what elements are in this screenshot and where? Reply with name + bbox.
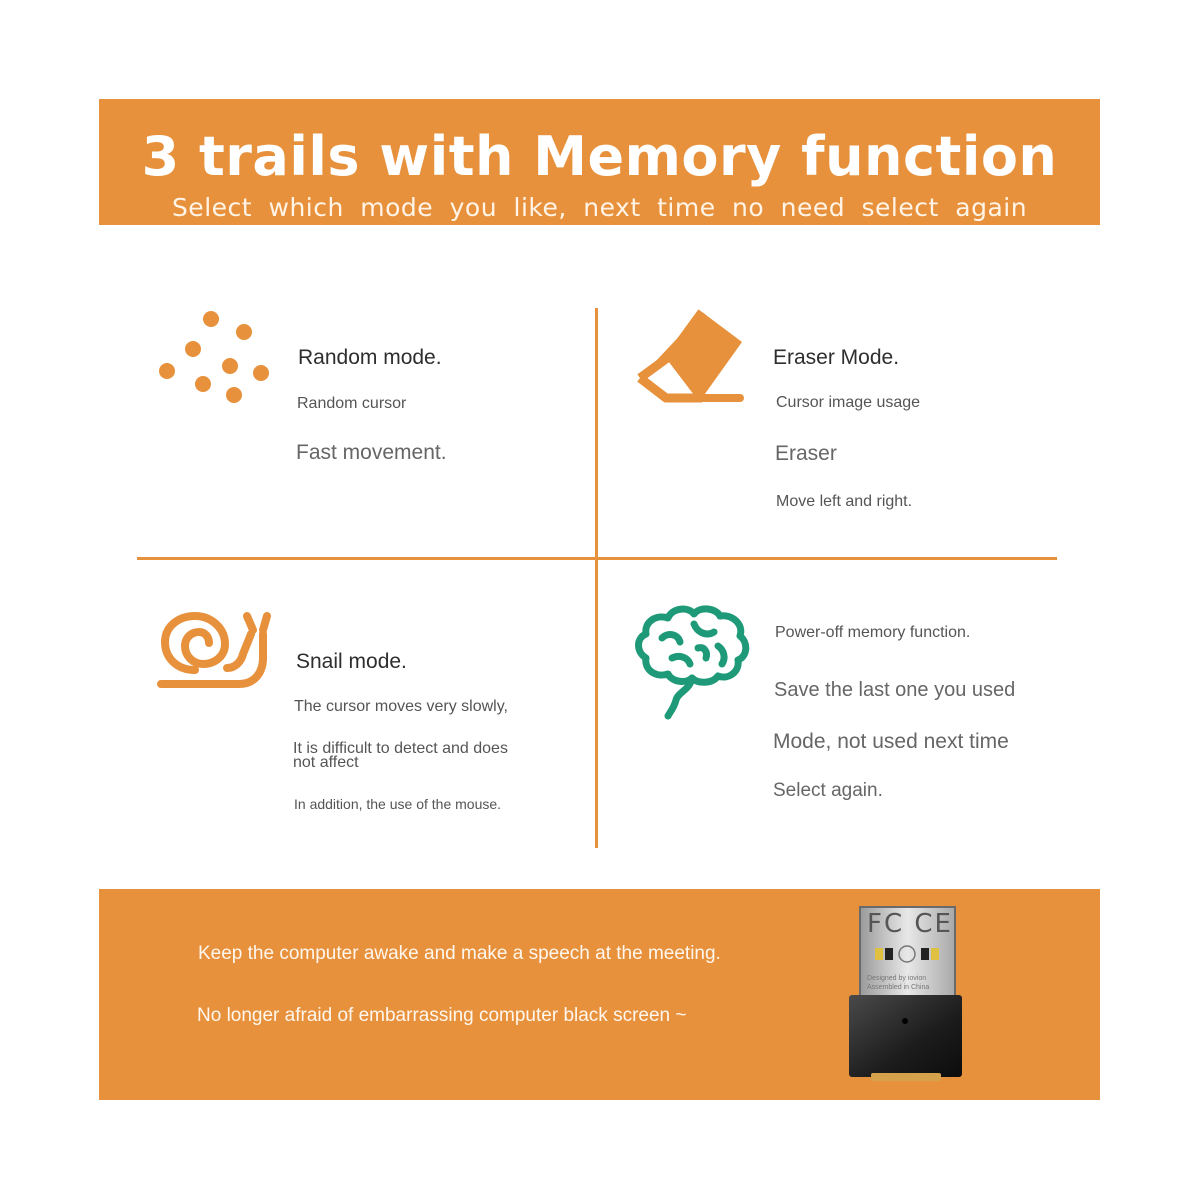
memory-function-line2: Mode, not used next time: [773, 730, 1009, 753]
device-label-line1: Designed by iovion: [867, 975, 927, 982]
eraser-icon: [637, 309, 744, 403]
banner-subtitle: Select which mode you like, next time no…: [171, 193, 1028, 222]
snail-mode-title: Snail mode.: [296, 650, 407, 673]
random-mode-line2: Fast movement.: [296, 441, 447, 464]
snail-mode-line3: In addition, the use of the mouse.: [294, 796, 502, 812]
banner-title: 3 trails with Memory function: [141, 125, 1058, 188]
horizontal-divider: [137, 557, 1057, 560]
eraser-mode-line1: Cursor image usage: [776, 394, 921, 411]
usb-dongle-image: FC CE Designed by iovion Assembled in Ch…: [845, 905, 970, 1090]
dots-icon: [159, 311, 269, 403]
memory-function-line1: Save the last one you used: [774, 679, 1016, 701]
snail-mode-line2a: It is difficult to detect and does: [293, 740, 508, 757]
memory-function-line3: Select again.: [773, 780, 883, 801]
footer-line2: No longer afraid of embarrassing compute…: [197, 1005, 687, 1026]
device-label-line2: Assembled in China: [867, 984, 930, 991]
vertical-divider: [595, 308, 598, 848]
snail-icon: [157, 611, 271, 688]
eraser-mode-line2: Eraser: [775, 442, 837, 465]
eraser-mode-line3: Move left and right.: [776, 493, 913, 510]
snail-mode-line1: The cursor moves very slowly,: [294, 698, 508, 715]
eraser-mode-title: Eraser Mode.: [773, 346, 900, 369]
brain-icon: [635, 605, 750, 720]
footer-line1: Keep the computer awake and make a speec…: [198, 943, 721, 964]
device-certification-marks: FC CE: [867, 909, 953, 939]
random-mode-line1: Random cursor: [297, 395, 407, 412]
random-mode-title: Random mode.: [298, 346, 442, 369]
top-banner: 3 trails with Memory function Select whi…: [99, 99, 1100, 225]
memory-function-title: Power-off memory function.: [775, 624, 971, 641]
usb-dongle-icon: [849, 906, 962, 1081]
snail-mode-line2b: not affect: [293, 754, 359, 771]
